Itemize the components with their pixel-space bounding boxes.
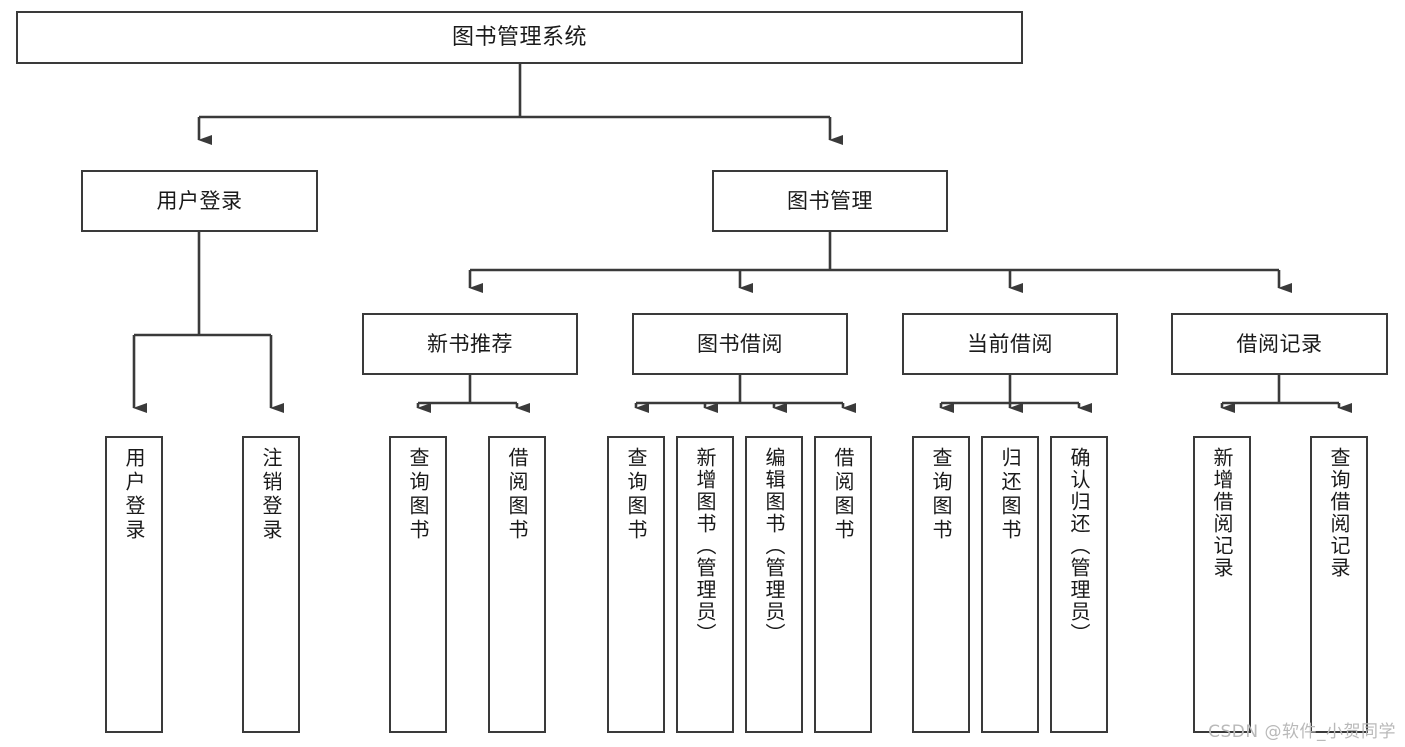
csdn-watermark: CSDN @软件_小贺同学 xyxy=(1208,722,1396,742)
leaf-borrow-book-2[interactable]: 借阅图书 xyxy=(814,436,872,733)
leaf-query-book-3[interactable]: 查询图书 xyxy=(912,436,970,733)
node-book-borrow[interactable]: 图书借阅 xyxy=(632,313,848,375)
node-book-management[interactable]: 图书管理 xyxy=(712,170,948,232)
leaf-borrow-book-1[interactable]: 借阅图书 xyxy=(488,436,546,733)
node-borrow-record-label: 借阅记录 xyxy=(1236,331,1323,356)
leaf-user-login[interactable]: 用户登录 xyxy=(105,436,163,733)
node-current-borrow-label: 当前借阅 xyxy=(967,331,1053,356)
leaf-return-book-label: 归还图书 xyxy=(998,447,1022,543)
leaf-query-book-2-label: 查询图书 xyxy=(624,447,648,543)
leaf-borrow-book-2-label: 借阅图书 xyxy=(831,447,855,543)
leaf-confirm-return-admin[interactable]: 确认归还（管理员） xyxy=(1050,436,1108,733)
leaf-add-book-admin-label: 新增图书（管理员） xyxy=(693,447,717,645)
leaf-query-borrow-record[interactable]: 查询借阅记录 xyxy=(1310,436,1368,733)
node-current-borrow[interactable]: 当前借阅 xyxy=(902,313,1118,375)
leaf-add-borrow-record[interactable]: 新增借阅记录 xyxy=(1193,436,1251,733)
leaf-query-book-1-label: 查询图书 xyxy=(406,447,430,543)
leaf-add-book-admin[interactable]: 新增图书（管理员） xyxy=(676,436,734,733)
node-book-management-label: 图书管理 xyxy=(787,188,873,213)
node-book-borrow-label: 图书借阅 xyxy=(697,331,783,356)
leaf-user-logout[interactable]: 注销登录 xyxy=(242,436,300,733)
leaf-query-book-2[interactable]: 查询图书 xyxy=(607,436,665,733)
node-new-book-recommend-label: 新书推荐 xyxy=(427,331,513,356)
leaf-edit-book-admin-label: 编辑图书（管理员） xyxy=(762,447,786,645)
leaf-add-borrow-record-label: 新增借阅记录 xyxy=(1210,447,1234,579)
node-new-book-recommend[interactable]: 新书推荐 xyxy=(362,313,578,375)
leaf-edit-book-admin[interactable]: 编辑图书（管理员） xyxy=(745,436,803,733)
leaf-query-book-3-label: 查询图书 xyxy=(929,447,953,543)
leaf-user-logout-label: 注销登录 xyxy=(259,447,283,543)
leaf-confirm-return-admin-label: 确认归还（管理员） xyxy=(1067,447,1091,645)
node-root-system[interactable]: 图书管理系统 xyxy=(16,11,1023,64)
leaf-borrow-book-1-label: 借阅图书 xyxy=(505,447,529,543)
leaf-query-borrow-record-label: 查询借阅记录 xyxy=(1327,447,1351,579)
node-user-login-label: 用户登录 xyxy=(156,188,243,213)
node-user-login[interactable]: 用户登录 xyxy=(81,170,318,232)
leaf-return-book[interactable]: 归还图书 xyxy=(981,436,1039,733)
node-borrow-record[interactable]: 借阅记录 xyxy=(1171,313,1388,375)
leaf-query-book-1[interactable]: 查询图书 xyxy=(389,436,447,733)
leaf-user-login-label: 用户登录 xyxy=(122,447,146,543)
node-root-system-label: 图书管理系统 xyxy=(451,24,587,50)
